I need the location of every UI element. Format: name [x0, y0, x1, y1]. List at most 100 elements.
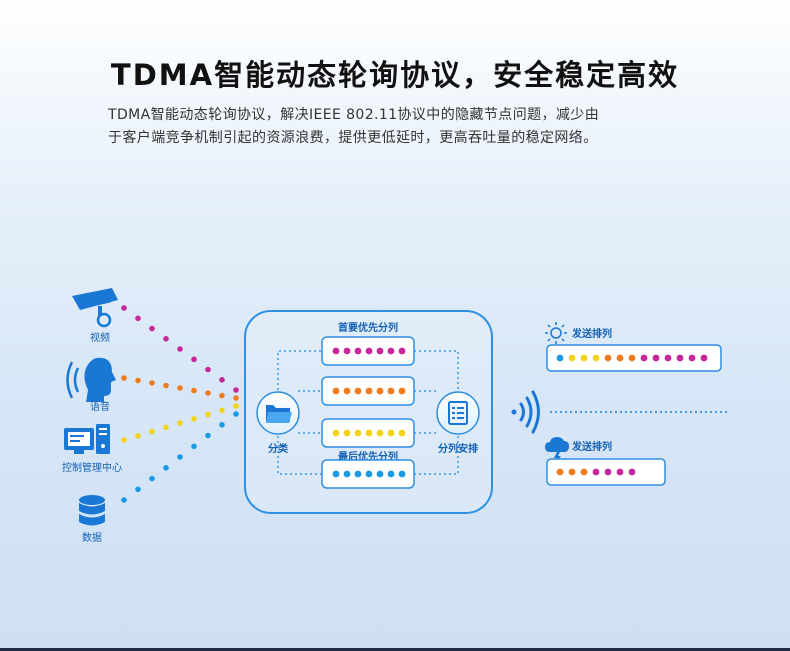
queue-dot — [376, 470, 384, 478]
output-dot — [604, 468, 612, 476]
schedule-label: 分列安排 — [438, 442, 478, 455]
output-dot — [568, 468, 576, 476]
output-dot — [592, 468, 600, 476]
output-dot — [580, 468, 588, 476]
folder-icon — [266, 405, 292, 423]
camera-icon — [72, 288, 118, 328]
stream-dot — [177, 454, 183, 460]
queue-dot — [332, 429, 340, 437]
stream-dot — [135, 486, 141, 493]
queue-dot — [398, 347, 406, 355]
queue-dot — [376, 429, 384, 437]
cloud-lightning-icon — [545, 437, 569, 463]
stream-dot — [233, 395, 239, 401]
stream-dot — [177, 420, 183, 426]
stream-dot — [233, 411, 239, 417]
queue-dot — [387, 470, 395, 478]
checklist-icon — [448, 401, 468, 425]
stream-dot — [233, 403, 239, 409]
stream-dot — [163, 424, 169, 431]
stream-dot — [149, 325, 155, 332]
control-center-icon — [64, 424, 110, 454]
source-data: 数据 — [79, 495, 105, 544]
voice-icon — [66, 357, 116, 402]
stream-dot — [205, 411, 211, 418]
stream-dot — [219, 422, 225, 428]
source-label-control-center: 控制管理中心 — [62, 461, 122, 474]
queue-dot — [343, 429, 351, 437]
source-voice: 语音 — [66, 357, 116, 413]
output-dot — [616, 354, 624, 362]
subtitle-line-1: TDMA智能动态轮询协议，解决IEEE 802.11协议中的隐藏节点问题，减少由 — [108, 107, 600, 123]
queue-dot — [354, 387, 362, 395]
queue-dot — [398, 429, 406, 437]
stream-dot — [233, 387, 239, 393]
output-dot — [580, 354, 588, 362]
queue-dot — [376, 347, 384, 355]
source-video: 视频 — [72, 288, 118, 344]
output-dot — [616, 468, 624, 476]
source-streams — [121, 305, 239, 503]
output-label-1: 发送排列 — [571, 327, 612, 340]
stream-dot — [205, 390, 211, 396]
stream-dot — [191, 387, 197, 394]
output-dot — [556, 354, 564, 362]
stream-dot — [121, 305, 127, 311]
classify-node: 分类 — [256, 391, 300, 455]
queue-dot — [365, 387, 373, 395]
queue-dot — [387, 429, 395, 437]
output-dot — [640, 354, 648, 362]
output-stormy: 发送排列 — [545, 437, 612, 463]
stream-dot — [177, 385, 183, 391]
queue-dot — [387, 387, 395, 395]
stream-dot — [149, 380, 155, 386]
queue-dot — [365, 347, 373, 355]
classify-label: 分类 — [268, 442, 288, 455]
page-subtitle: TDMA智能动态轮询协议，解决IEEE 802.11协议中的隐藏节点问题，减少由… — [108, 104, 688, 150]
stream-dot — [135, 377, 141, 384]
queue-dot — [332, 347, 340, 355]
scheduler-panel — [244, 310, 493, 514]
stream-dot — [191, 356, 197, 363]
queue-dot — [332, 470, 340, 478]
stream-dot — [191, 416, 197, 422]
stream-dot — [149, 428, 155, 435]
output-dot — [676, 354, 684, 362]
wifi-signal-icon — [511, 390, 540, 434]
queue-boxes — [321, 336, 415, 489]
stream-dot — [121, 437, 127, 443]
queue-connectors — [277, 350, 459, 475]
queue-dot — [398, 470, 406, 478]
source-label-video: 视频 — [90, 331, 110, 344]
queue-dot — [354, 470, 362, 478]
output-dot — [664, 354, 672, 362]
output-label-2: 发送排列 — [571, 440, 612, 453]
output-dot — [556, 468, 564, 476]
stream-dot — [205, 432, 211, 439]
queue-label-first: 首要优先分列 — [338, 321, 398, 334]
stream-dot — [219, 407, 225, 414]
output-dot — [688, 354, 696, 362]
source-label-data: 数据 — [82, 531, 102, 544]
stream-dot — [205, 366, 211, 373]
stream-dot — [219, 377, 225, 383]
source-label-voice: 语音 — [90, 400, 110, 413]
stream-dot — [135, 433, 141, 439]
database-icon — [79, 495, 105, 526]
output-dot — [652, 354, 660, 362]
stream-dot — [163, 465, 169, 471]
queue-dot — [376, 387, 384, 395]
stream-dot — [219, 392, 225, 399]
schedule-node: 分列安排 — [436, 391, 480, 455]
stream-dot — [121, 497, 127, 503]
sun-icon — [545, 322, 567, 344]
output-dot — [568, 354, 576, 362]
queue-dot — [365, 429, 373, 437]
queue-dot — [387, 347, 395, 355]
stream-dot — [163, 336, 169, 342]
queue-dot — [365, 470, 373, 478]
output-dot — [604, 354, 612, 362]
queue-dot — [343, 387, 351, 395]
queue-dot — [332, 387, 340, 395]
output-queues — [546, 344, 722, 486]
